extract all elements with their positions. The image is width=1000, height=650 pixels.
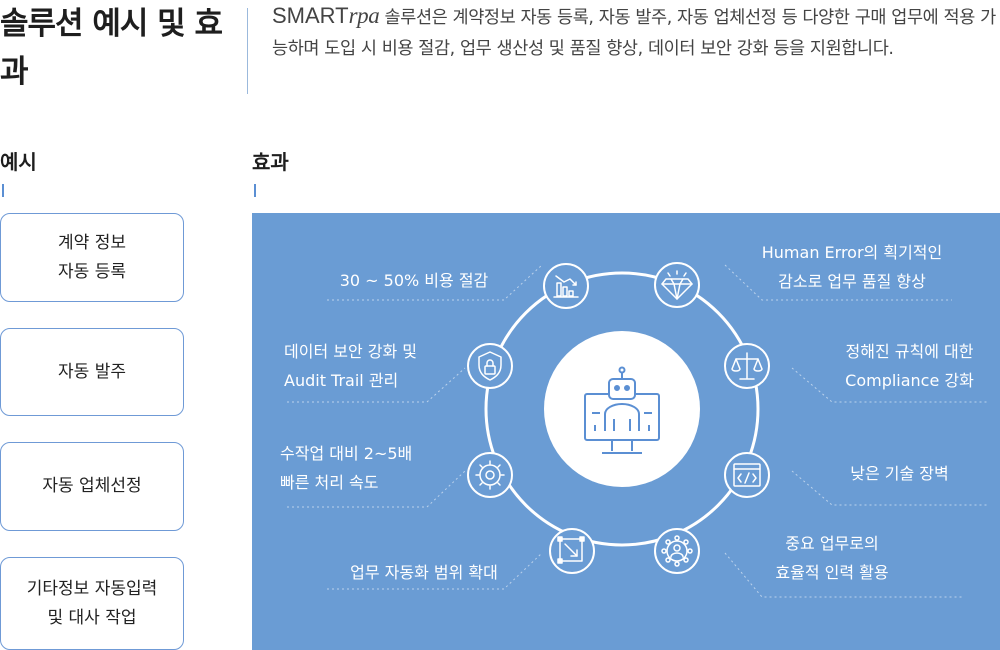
effect-label-tech-barrier: 낮은 기술 장벽 xyxy=(850,464,949,483)
connector-lines xyxy=(287,264,987,598)
brand-name: SMART xyxy=(272,3,349,28)
intro-text: 솔루션은 계약정보 자동 등록, 자동 발주, 자동 업체선정 등 다양한 구매… xyxy=(272,8,996,59)
brand-name-italic: rpa xyxy=(348,3,380,28)
node-speed xyxy=(467,452,513,498)
node-quality xyxy=(654,262,700,308)
effect-label-compliance: 정해진 규칙에 대한 Compliance 강화 xyxy=(845,342,974,390)
effects-panel: 30 ~ 50% 비용 절감 Human Error의 획기적인 감소로 업무 … xyxy=(252,213,1000,650)
examples-heading: 예시 xyxy=(0,150,37,174)
effects-diagram xyxy=(287,262,987,598)
page-title: 솔루션 예시 및 효과 xyxy=(0,6,223,90)
examples-heading-tick xyxy=(2,184,4,197)
intro-paragraph: SMARTrpa 솔루션은 계약정보 자동 등록, 자동 발주, 자동 업체선정… xyxy=(272,0,1000,65)
effect-label-cost-saving: 30 ~ 50% 비용 절감 xyxy=(339,271,489,290)
example-box-contract-register: 계약 정보 자동 등록 xyxy=(0,213,184,302)
gear-speed-icon xyxy=(475,460,505,490)
example-box-auto-order: 자동 발주 xyxy=(0,328,184,416)
shield-lock-icon xyxy=(478,351,502,381)
connector-staff xyxy=(724,552,962,598)
connector-speed xyxy=(287,470,466,508)
node-cost xyxy=(543,263,589,309)
connector-compliance xyxy=(791,367,987,403)
connector-quality xyxy=(724,264,952,301)
code-window-icon xyxy=(733,463,761,487)
cost-chart-icon xyxy=(553,275,579,298)
effect-label-quality: Human Error의 획기적인 감소로 업무 품질 향상 xyxy=(761,243,943,291)
connector-scope xyxy=(327,552,543,590)
expand-area-icon xyxy=(557,536,585,564)
diamond-icon xyxy=(661,270,693,300)
effect-label-speed: 수작업 대비 2~5배 빠른 처리 속도 xyxy=(280,444,413,492)
example-box-vendor-selection: 자동 업체선정 xyxy=(0,442,184,531)
connector-barrier xyxy=(791,470,987,506)
connector-security xyxy=(287,367,466,403)
title-divider xyxy=(247,8,248,94)
effects-heading-tick xyxy=(254,184,256,197)
node-barrier xyxy=(724,452,770,498)
people-network-icon xyxy=(661,535,693,567)
effect-label-staff-efficiency: 중요 업무로의 효율적 인력 활용 xyxy=(775,534,889,582)
orbit-ring xyxy=(484,271,760,547)
example-box-other-input: 기타정보 자동입력 및 대사 작업 xyxy=(0,557,184,650)
robot-monitor-icon xyxy=(584,366,660,454)
scales-icon xyxy=(731,352,763,380)
effect-label-security: 데이터 보안 강화 및 Audit Trail 관리 xyxy=(284,342,418,390)
effects-heading: 효과 xyxy=(252,150,289,174)
connector-cost xyxy=(327,264,543,301)
effect-label-automation-scope: 업무 자동화 범위 확대 xyxy=(350,563,498,582)
